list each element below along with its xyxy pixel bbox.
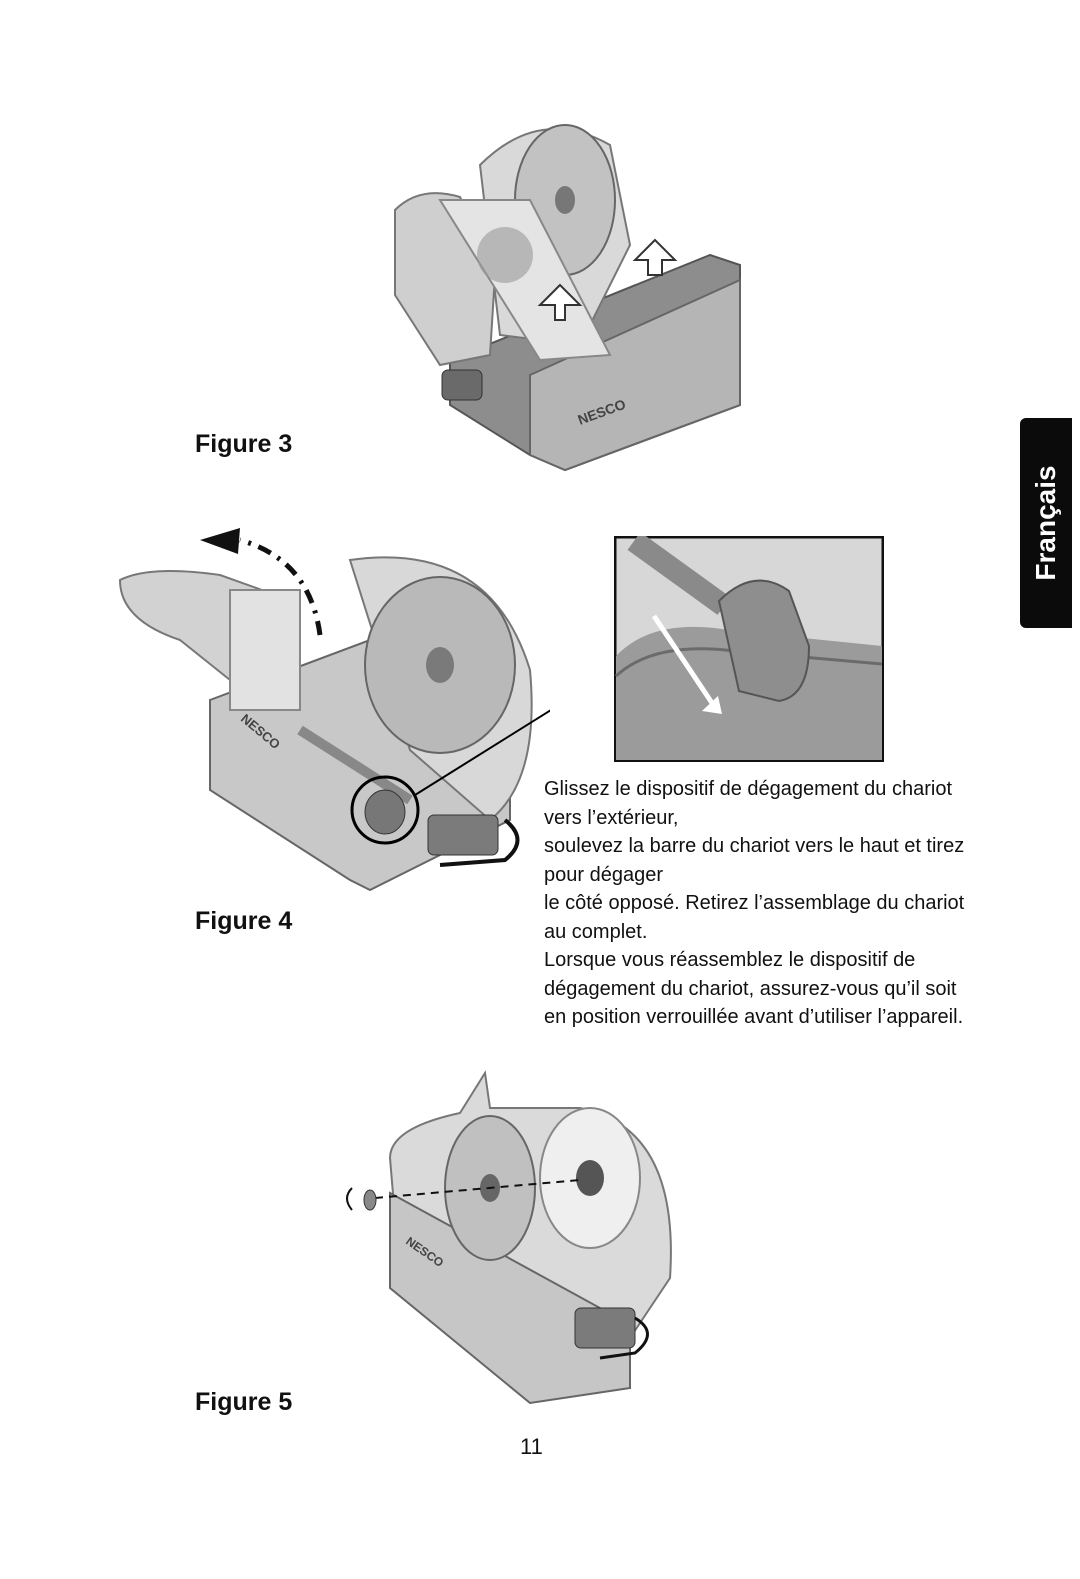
instruction-line: Glissez le dispositif de dégagement du c… (544, 778, 953, 829)
page-number: 11 (520, 1434, 543, 1459)
instruction-line: le côté opposé. Retirez l’assemblage du … (544, 892, 965, 943)
language-tab: Français (1020, 418, 1072, 628)
figure-5-slicer-illustration: NESCO (346, 1070, 672, 1405)
figure-3-caption: Figure 3 (195, 430, 293, 458)
figure-4-caption: Figure 4 (195, 907, 293, 935)
instruction-line: Lorsque vous réassemblez le dispositif d… (544, 949, 964, 1028)
instruction-line: soulevez la barre du chariot vers le hau… (544, 835, 965, 886)
figure-5-caption: Figure 5 (195, 1388, 293, 1416)
figure-4-slicer-illustration: NESCO (118, 528, 550, 892)
language-tab-label: Français (1030, 465, 1061, 581)
release-detail-closeup (614, 536, 884, 762)
instructions-text: Glissez le dispositif de dégagement du c… (544, 775, 974, 1032)
figure-3-slicer-illustration: NESCO (394, 124, 741, 472)
